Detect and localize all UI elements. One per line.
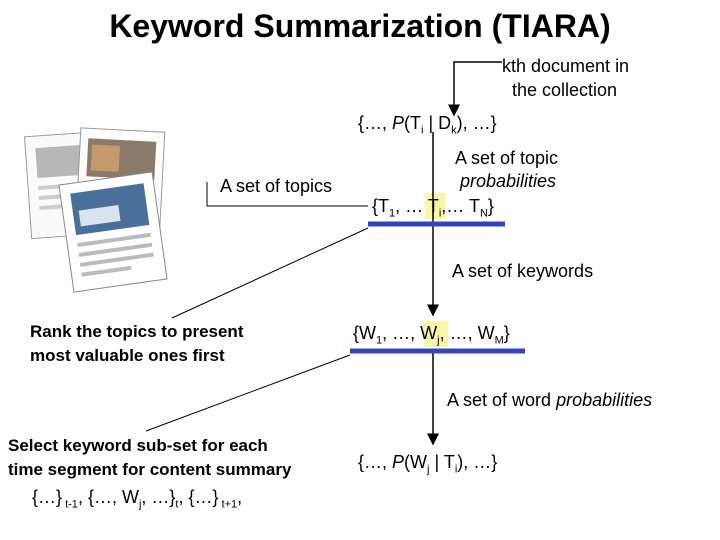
kth-document-note-line2: the collection bbox=[512, 80, 618, 100]
document-collection-image bbox=[24, 127, 168, 293]
time-segments-expression: {…} t-1, {…, Wj, …}t, {…} t+1, bbox=[32, 487, 243, 511]
word-probability-expression: {…, P(Wj | Ti), …} bbox=[358, 452, 498, 476]
rank-topics-text-line1: Rank the topics to present bbox=[30, 322, 244, 341]
rank-callout-line bbox=[171, 227, 369, 319]
topics-label: A set of topics bbox=[220, 176, 333, 196]
document-page-front bbox=[58, 171, 168, 293]
kth-pointer-line bbox=[448, 61, 502, 117]
select-callout-line bbox=[145, 354, 351, 432]
topics-set: {T1, … Ti,… TN} bbox=[372, 196, 494, 220]
select-keywords-text-line1: Select keyword sub-set for each bbox=[8, 436, 268, 455]
topic-probabilities-label-line1: A set of topic bbox=[455, 148, 559, 168]
rank-topics-text-line2: most valuable ones first bbox=[30, 346, 225, 365]
doc-to-topics-line bbox=[206, 182, 368, 207]
kth-document-note-line1: kth document in bbox=[502, 56, 630, 76]
keywords-label: A set of keywords bbox=[452, 261, 594, 281]
page-title: Keyword Summarization (TIARA) bbox=[109, 8, 611, 44]
topic-probabilities-label-line2: probabilities bbox=[460, 171, 557, 191]
select-keywords-text-line2: time segment for content summary bbox=[8, 460, 292, 479]
word-probabilities-label: A set of word probabilities bbox=[447, 390, 653, 410]
topic-probability-expression: {…, P(Ti | Dk), …} bbox=[358, 113, 497, 137]
words-set: {W1, …, Wj, …, WM} bbox=[353, 323, 510, 347]
